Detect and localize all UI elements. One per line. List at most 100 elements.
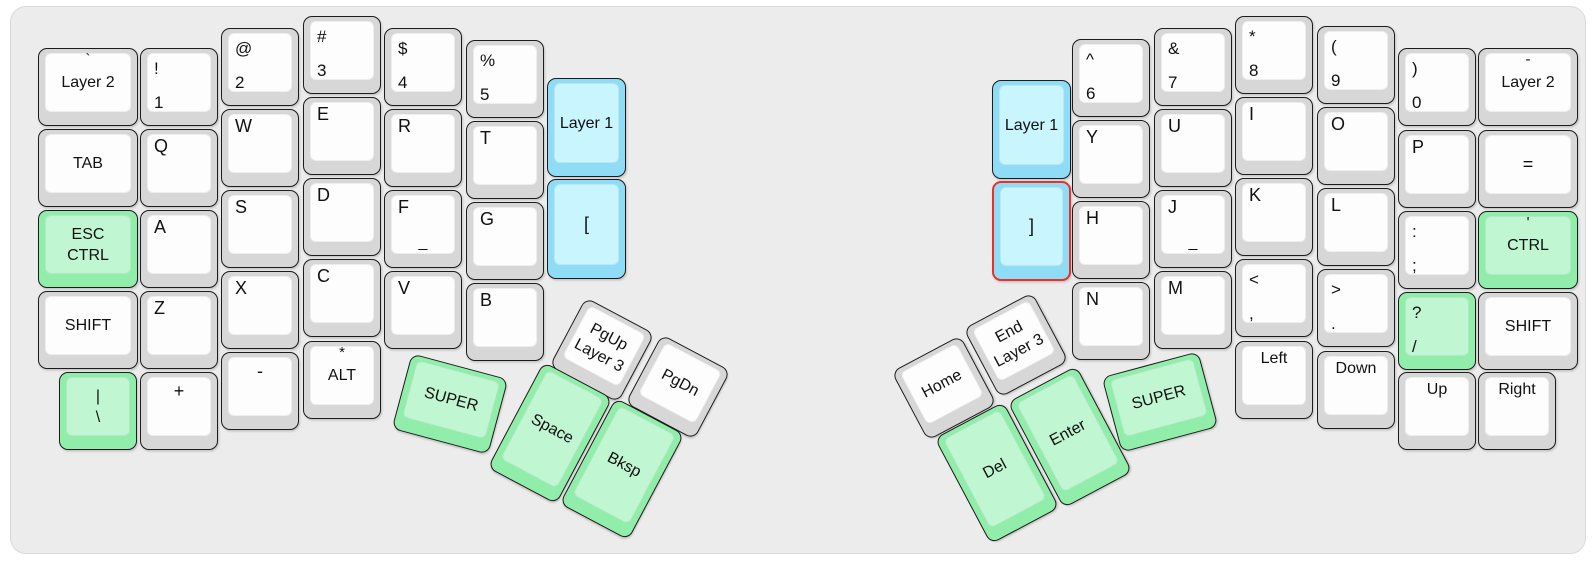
key-w[interactable]: W — [221, 109, 299, 187]
key-j-cap — [1161, 195, 1225, 254]
key-excl-1[interactable]: ! 1 — [140, 48, 218, 126]
key-tab[interactable]: TAB — [38, 129, 138, 207]
key-v-cap — [391, 276, 455, 335]
key-b[interactable]: B — [466, 283, 544, 361]
key-u[interactable]: U — [1154, 109, 1232, 187]
key-l[interactable]: L — [1317, 188, 1395, 266]
key-lt-comma[interactable]: < , — [1235, 259, 1313, 337]
key-dollar-4[interactable]: $ 4 — [384, 28, 462, 106]
key-k-cap — [1242, 183, 1306, 242]
key-home-cap — [899, 342, 984, 426]
key-f-cap — [391, 195, 455, 254]
key-right-arrow-cap — [1485, 377, 1549, 436]
key-minus-left[interactable]: - — [221, 352, 299, 430]
key-paren-0[interactable]: ) 0 — [1398, 48, 1476, 126]
key-minus-layer2[interactable]: -Layer 2 — [1478, 48, 1578, 126]
key-v[interactable]: V — [384, 271, 462, 349]
key-left-arrow[interactable]: Left — [1235, 341, 1313, 419]
key-hash-3[interactable]: # 3 — [303, 16, 381, 94]
key-y-cap — [1079, 125, 1143, 184]
key-layer1-right[interactable]: Layer 1 — [992, 80, 1071, 179]
key-c-cap — [310, 264, 374, 323]
key-i-cap — [1242, 102, 1306, 161]
key-pgdn-cap — [638, 341, 723, 425]
key-question-slash-cap — [1405, 297, 1469, 356]
key-z[interactable]: Z — [140, 291, 218, 369]
key-super-left[interactable]: SUPER — [391, 353, 509, 455]
key-shift-right[interactable]: SHIFT — [1478, 292, 1578, 370]
key-layer1-left[interactable]: Layer 1 — [547, 78, 626, 177]
key-super-left-cap — [401, 360, 501, 440]
key-h[interactable]: H — [1072, 201, 1150, 279]
key-backtick-layer2[interactable]: `Layer 2 — [38, 48, 138, 126]
key-i[interactable]: I — [1235, 97, 1313, 175]
key-tab-cap — [45, 134, 131, 193]
key-n[interactable]: N — [1072, 282, 1150, 360]
key-d[interactable]: D — [303, 178, 381, 256]
key-minus-layer2-cap — [1485, 53, 1571, 112]
key-f[interactable]: F_ — [384, 190, 462, 268]
key-l-cap — [1324, 193, 1388, 252]
key-quote-ctrl[interactable]: 'CTRL — [1478, 211, 1578, 289]
key-h-cap — [1079, 206, 1143, 265]
key-m[interactable]: M — [1154, 271, 1232, 349]
key-plus[interactable]: + — [140, 372, 218, 450]
key-b-cap — [473, 288, 537, 347]
key-s[interactable]: S — [221, 190, 299, 268]
key-question-slash[interactable]: ? / — [1398, 292, 1476, 370]
key-o[interactable]: O — [1317, 107, 1395, 185]
key-percent-5[interactable]: % 5 — [466, 40, 544, 118]
key-colon-semicolon[interactable]: : ; — [1398, 211, 1476, 289]
key-shift-right-cap — [1485, 297, 1571, 356]
key-esc-ctrl[interactable]: ESC CTRL — [38, 210, 138, 288]
key-equals[interactable]: = — [1478, 130, 1578, 208]
key-k[interactable]: K — [1235, 178, 1313, 256]
key-a[interactable]: A — [140, 210, 218, 288]
key-lbracket[interactable]: [ — [547, 179, 626, 279]
key-s-cap — [228, 195, 292, 254]
key-percent-5-cap — [473, 45, 537, 104]
key-down-arrow-cap — [1324, 356, 1388, 415]
key-p[interactable]: P — [1398, 130, 1476, 208]
key-up-arrow[interactable]: Up — [1398, 372, 1476, 450]
key-rbracket-cap — [1000, 187, 1063, 266]
key-down-arrow[interactable]: Down — [1317, 351, 1395, 429]
key-q-cap — [147, 134, 211, 193]
key-y[interactable]: Y — [1072, 120, 1150, 198]
key-caret-6[interactable]: ^ 6 — [1072, 39, 1150, 117]
key-c[interactable]: C — [303, 259, 381, 337]
key-q[interactable]: Q — [140, 129, 218, 207]
key-r-cap — [391, 114, 455, 173]
key-at-2-cap — [228, 33, 292, 92]
key-a-cap — [147, 215, 211, 274]
key-e[interactable]: E — [303, 97, 381, 175]
key-minus-left-cap — [228, 357, 292, 416]
key-m-cap — [1161, 276, 1225, 335]
key-pipe-backslash[interactable]: | \ — [59, 372, 137, 450]
key-at-2[interactable]: @ 2 — [221, 28, 299, 106]
key-star-8[interactable]: * 8 — [1235, 16, 1313, 94]
key-alt[interactable]: *ALT — [303, 341, 381, 419]
key-shift-left[interactable]: SHIFT — [38, 291, 138, 369]
key-paren-9-cap — [1324, 31, 1388, 90]
key-gt-period-cap — [1324, 274, 1388, 333]
key-dollar-4-cap — [391, 33, 455, 92]
key-pgup-layer3-cap — [562, 304, 647, 388]
key-super-right[interactable]: SUPER — [1101, 351, 1219, 453]
key-star-8-cap — [1242, 21, 1306, 80]
key-plus-cap — [147, 377, 211, 436]
key-g[interactable]: G — [466, 202, 544, 280]
key-right-arrow[interactable]: Right — [1478, 372, 1556, 450]
key-o-cap — [1324, 112, 1388, 171]
key-t[interactable]: T — [466, 121, 544, 199]
key-x[interactable]: X — [221, 271, 299, 349]
key-rbracket[interactable]: ] — [992, 181, 1071, 281]
key-j[interactable]: J_ — [1154, 190, 1232, 268]
key-gt-period[interactable]: > . — [1317, 269, 1395, 347]
key-r[interactable]: R — [384, 109, 462, 187]
key-paren-9[interactable]: ( 9 — [1317, 26, 1395, 104]
key-amp-7[interactable]: & 7 — [1154, 28, 1232, 106]
key-end-layer3-cap — [971, 299, 1056, 383]
key-esc-ctrl-cap — [45, 215, 131, 274]
